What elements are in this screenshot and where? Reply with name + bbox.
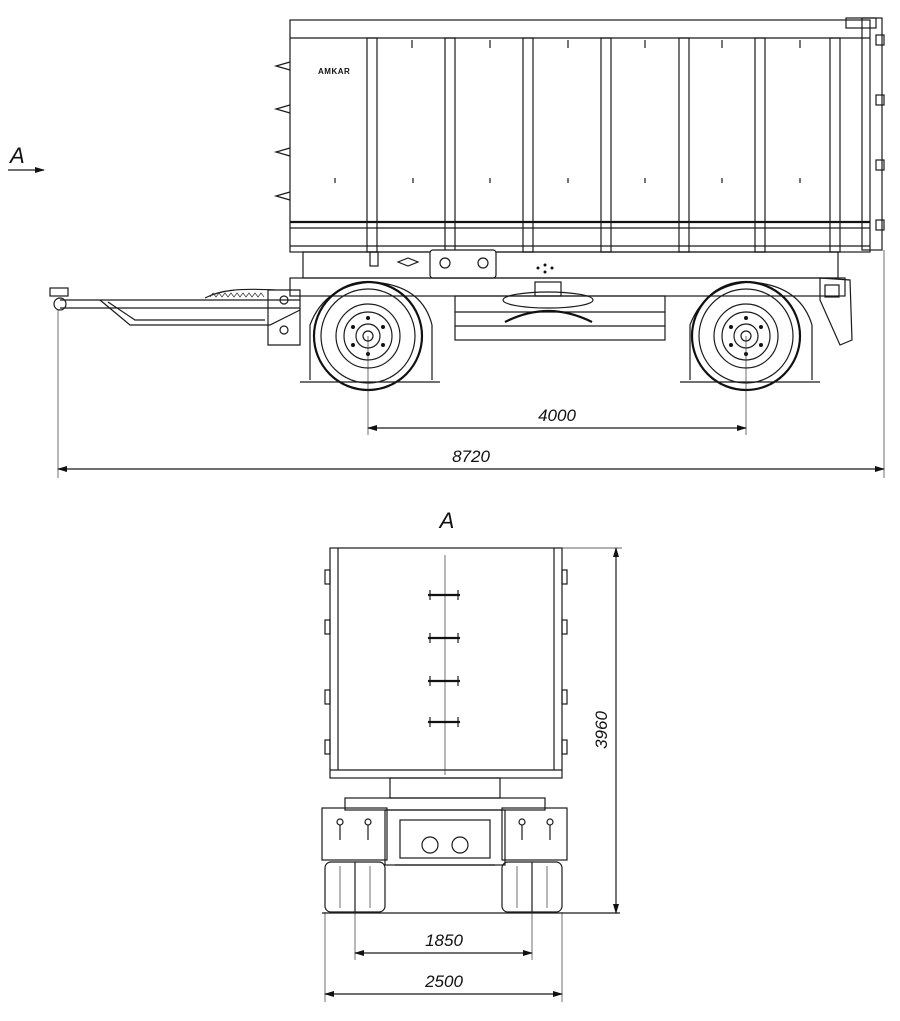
- side-view: A: [8, 17, 885, 478]
- dimension-overall-length: 8720: [57, 447, 885, 472]
- view-direction-label: A: [8, 143, 25, 168]
- dimension-overall-width: 2500: [324, 972, 563, 997]
- rear-wheels-right: [501, 861, 563, 913]
- dimension-overall-height-value: 3960: [592, 711, 611, 749]
- brand-logo: AMKAR: [318, 67, 350, 76]
- rear-view-title: A: [438, 508, 455, 533]
- front-wheel: [309, 280, 433, 392]
- rear-wheels-left: [324, 861, 386, 913]
- chassis-frame: [289, 277, 846, 341]
- rear-bumper: [819, 277, 853, 346]
- dimension-overall-width-value: 2500: [424, 972, 463, 991]
- drawbar: [49, 287, 301, 346]
- rear-wheel: [689, 280, 813, 392]
- rear-container: [324, 547, 568, 779]
- container-body: AMKAR: [273, 17, 885, 253]
- rear-light-left: [321, 807, 388, 861]
- rear-view: A: [321, 508, 622, 1002]
- rear-chassis: [344, 777, 546, 866]
- dimension-wheelbase-value: 4000: [538, 406, 576, 425]
- dimension-overall-height: 3960: [592, 547, 619, 914]
- dimension-wheelbase: 4000: [367, 406, 747, 431]
- dimension-track-width: 1850: [354, 931, 533, 956]
- rear-light-right: [501, 807, 568, 861]
- dimension-overall-length-value: 8720: [452, 447, 490, 466]
- subframe: [302, 249, 839, 279]
- view-direction-marker: A: [8, 143, 45, 173]
- dimension-track-width-value: 1850: [425, 931, 463, 950]
